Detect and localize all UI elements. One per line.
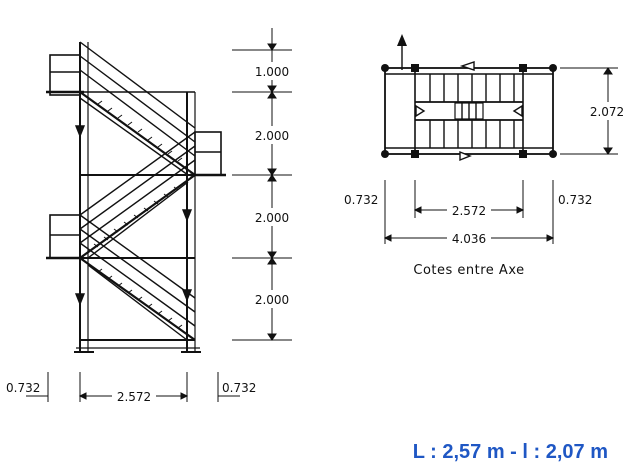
height-2-label: 2.000 xyxy=(255,129,289,143)
plan-overhang-right-label: 0.732 xyxy=(558,193,592,207)
elevation-overhang-left-label: 0.732 xyxy=(6,381,40,395)
height-1-label: 1.000 xyxy=(255,65,289,79)
plan-overall-label: 4.036 xyxy=(452,232,486,246)
plan-span-label: 2.572 xyxy=(452,204,486,218)
plan-depth-label: 2.072 xyxy=(590,105,624,119)
dimensions-summary: L : 2,57 m - l : 2,07 m xyxy=(413,441,608,463)
plan-view xyxy=(384,34,554,162)
height-3-label: 2.000 xyxy=(255,211,289,225)
elevation-width-dimensions xyxy=(26,372,240,402)
height-4-label: 2.000 xyxy=(255,293,289,307)
plan-caption: Cotes entre Axe xyxy=(413,263,524,278)
elevation-width-label: 2.572 xyxy=(117,390,151,404)
elevation-view xyxy=(46,41,226,353)
plan-overhang-left-label: 0.732 xyxy=(344,193,378,207)
elevation-height-dimensions xyxy=(232,28,292,341)
plan-post-nodes xyxy=(381,64,557,158)
elevation-overhang-right-label: 0.732 xyxy=(222,381,256,395)
